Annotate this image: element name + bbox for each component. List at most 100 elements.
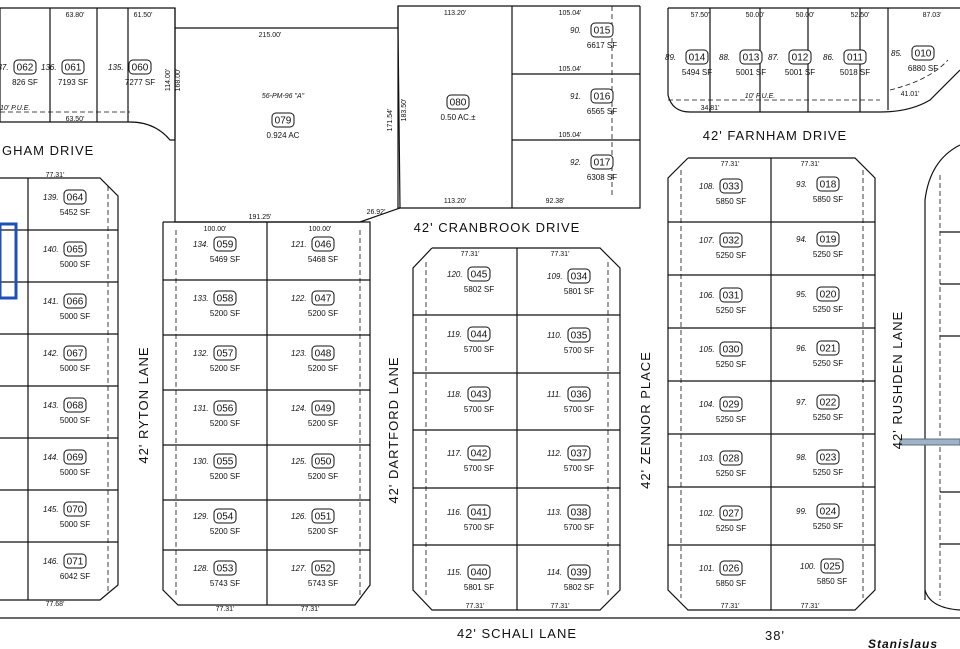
lot-id: 050: [315, 457, 332, 468]
lot-id-badge: [719, 505, 743, 521]
lot-id: 069: [67, 453, 84, 464]
lot-id: 065: [67, 245, 84, 256]
lot-area: 5700 SF: [464, 464, 494, 473]
lot-area: 5250 SF: [716, 469, 746, 478]
lot-number: 96.: [796, 344, 807, 353]
lot-number: 95.: [796, 290, 807, 299]
dim-8703: 87.03': [923, 12, 942, 19]
dim-5000-a: 50.00': [746, 12, 765, 19]
lot-area: 0.50 AC.±: [440, 113, 476, 122]
dim-105-2: 105.04': [559, 66, 582, 73]
lot-id-badge: [567, 564, 591, 580]
dim-191: 191.25': [249, 214, 272, 221]
lot-number: 122.: [291, 294, 307, 303]
lot-id-badge: [719, 287, 743, 303]
lot-number: 101.: [699, 564, 715, 573]
lot-area: 826 SF: [12, 78, 38, 87]
lot-id: 014: [689, 53, 706, 64]
lot-id: 031: [723, 291, 740, 302]
lot-area: 5250 SF: [716, 524, 746, 533]
lot-number: 117.: [447, 449, 462, 458]
lot-id-badge: [63, 501, 87, 517]
block-right-partial: [924, 231, 960, 611]
lot-id-badge: [63, 397, 87, 413]
lot-area: 5743 SF: [210, 579, 240, 588]
lot-area: 0.924 AC: [267, 131, 300, 140]
lot-number: 146.: [43, 557, 59, 566]
dim-3481: 34.81': [701, 105, 720, 112]
dim-7768: 77.68': [46, 601, 65, 608]
lot-id-badge: [590, 22, 614, 38]
lot-area: 5018 SF: [840, 68, 870, 77]
lot-id: 033: [723, 182, 740, 193]
dim-7731-r1: 77.31': [216, 606, 235, 613]
dim-6150: 61.50': [134, 12, 153, 19]
dim-7731-d1: 77.31': [461, 251, 480, 258]
lot-id: 036: [571, 390, 588, 401]
lot-id-badge: [311, 236, 335, 252]
lot-number: 89.: [665, 53, 676, 62]
lot-id-badge: [63, 293, 87, 309]
lot-id-badge: [63, 241, 87, 257]
lot-id-badge: [213, 345, 237, 361]
dim-18350: 183.50': [401, 99, 408, 122]
lot-id-badge: [719, 560, 743, 576]
lot-id-badge: [567, 327, 591, 343]
lot-number: 103.: [699, 454, 715, 463]
lot-area: 5700 SF: [464, 345, 494, 354]
block-dartford: [412, 247, 621, 611]
lot-area: 5850 SF: [716, 197, 746, 206]
lot-id-badge: [467, 266, 491, 282]
street-38: 38': [765, 628, 785, 643]
lot-number: 142.: [43, 349, 59, 358]
lot-area: 6880 SF: [908, 64, 938, 73]
lot-number: 136.: [41, 63, 57, 72]
lot-number: 129.: [193, 512, 209, 521]
lot-area: 5250 SF: [716, 306, 746, 315]
street-dartford: 42' DARTFORD LANE: [386, 356, 401, 503]
lot-id: 029: [723, 400, 740, 411]
lot-area: 7277 SF: [125, 78, 155, 87]
lot-number: 93.: [796, 180, 807, 189]
lot-number: 87.: [768, 53, 779, 62]
lot-id: 021: [820, 344, 837, 355]
lot-area: 5001 SF: [785, 68, 815, 77]
lot-number: 137.: [0, 63, 9, 72]
lot-area: 5802 SF: [464, 285, 494, 294]
lot-id-badge: [128, 59, 152, 75]
lot-area: 5200 SF: [210, 472, 240, 481]
lot-area: 5000 SF: [60, 468, 90, 477]
lot-id-badge: [63, 345, 87, 361]
lot-area: 5250 SF: [716, 415, 746, 424]
lot-number: 97.: [796, 398, 807, 407]
lot-id-badge: [911, 45, 935, 61]
lot-id: 035: [571, 331, 588, 342]
